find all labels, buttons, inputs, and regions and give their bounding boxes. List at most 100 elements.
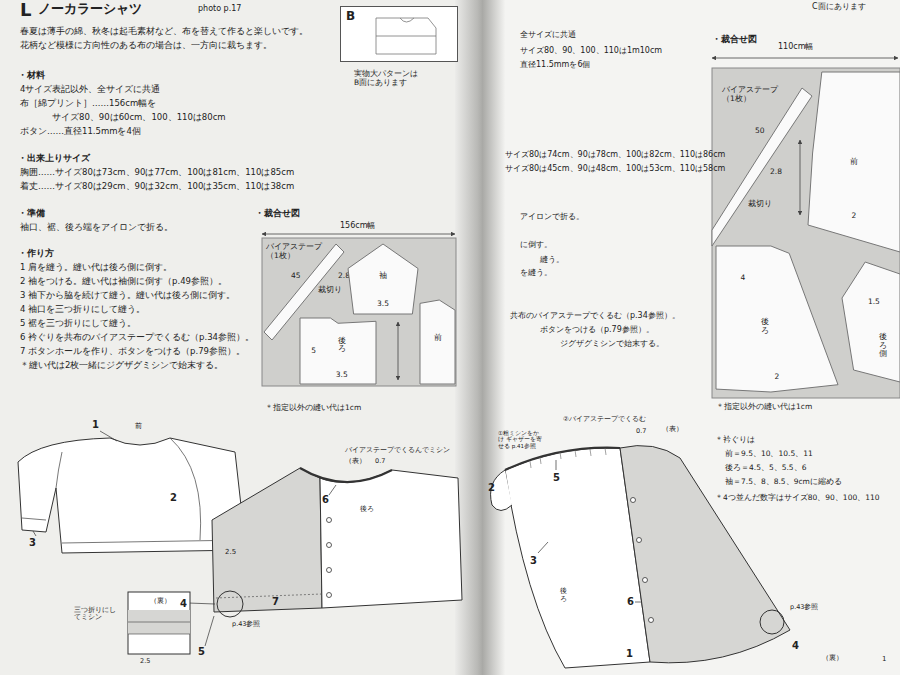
sleeve-piece: 1.5 後ろ側 [842, 262, 900, 382]
label-text: 前 [135, 422, 142, 430]
back-piece: 5後ろ3.5 [300, 318, 376, 384]
label-text: 裁切り [748, 200, 772, 209]
hem-stitch [216, 594, 322, 598]
piece-label: 4 [740, 274, 745, 283]
callout-number: 1 [92, 419, 99, 431]
leader-line [556, 460, 557, 470]
label-text: 0.7 [375, 458, 385, 465]
back-piece: 4 後ろ 2 [716, 246, 838, 392]
label-text: 4 袖口を三つ折りにして縫う。 [20, 305, 145, 315]
label-text: 50 [755, 127, 765, 136]
label-text: 共布のバイアステープでくるむ（p.34参照）。 [510, 311, 680, 320]
fabric [262, 238, 456, 386]
label-text: 5 裾を三つ折りにして縫う。 [20, 319, 136, 329]
leader-line [329, 485, 336, 495]
gutter-shadow [455, 0, 505, 675]
label-text: 156cm幅 [340, 221, 375, 230]
pattern-sheet-box: B [340, 6, 458, 62]
gathers [530, 448, 606, 468]
label-text: ＊指定以外の縫い代は1cm [716, 403, 812, 412]
label-text: 直径11.5mmを6個 [520, 60, 591, 69]
width-arrow [712, 58, 898, 59]
callout-number: 5 [553, 472, 560, 484]
pattern-outline [420, 300, 455, 384]
callout-number: 7 [272, 596, 279, 608]
label-text: 後ろ＝4.5、5、5.5、6 [725, 464, 806, 473]
piece-outline [716, 246, 838, 392]
label-text: （裏） [822, 655, 843, 662]
bias-binding [505, 448, 620, 470]
pattern-outline [808, 72, 900, 252]
label-text: 三つ折りにしてミシン [74, 607, 120, 622]
piece-label: 袖 [379, 271, 387, 280]
page-title: ノーカラーシャツ [38, 2, 142, 17]
pattern-outline [842, 262, 900, 382]
callout-number: 6 [322, 494, 329, 506]
label-text: 前＝9.5、10、10.5、11 [725, 450, 813, 459]
label-text: ＊縫い代は2枚一緒にジグザグミシンで始末する。 [20, 361, 223, 371]
leader-line [33, 531, 36, 536]
label-text: 裁切り [318, 286, 342, 295]
piece-label: 前 [434, 333, 442, 342]
detail-fold [128, 610, 190, 634]
label-text: 2 袖をつける。縫い代は袖側に倒す（p.49参照）。 [20, 277, 227, 287]
label-text: 胸囲……サイズ80は73cm、90は77cm、100は81cm、110は85cm [20, 168, 294, 178]
label-text: 2.5 [140, 658, 150, 665]
leader-line [538, 542, 548, 553]
pattern-outline [716, 246, 838, 392]
piece-label: 後ろ [338, 337, 346, 354]
label-text: サイズ80、90は60cm、100、110は80cm [52, 113, 226, 123]
leader-line [635, 602, 641, 603]
callout-number: 2 [488, 482, 495, 494]
label-text: サイズ80は74cm、90は78cm、100は82cm、110は86cm [505, 150, 725, 159]
label-text: ＊衿ぐりは [715, 436, 755, 445]
label-text: ボタンをつける（p.79参照）。 [540, 325, 654, 334]
piece-label: B [346, 10, 355, 24]
label-text: （裏） [150, 598, 171, 605]
buttons [327, 518, 332, 598]
label-text: 6 衿ぐりを共布のバイアステープでくるむ（p.34参照）。 [20, 333, 254, 343]
fold-lines [128, 622, 190, 634]
piece-label: 5 [311, 347, 316, 356]
piece-outline [842, 262, 900, 382]
callout-number: 3 [29, 537, 36, 549]
section-heading: ・作り方 [18, 248, 54, 258]
piece-label: 2 [775, 373, 780, 382]
label-text: サイズ80、90、100、110は1m10cm [520, 46, 662, 55]
label-text: ボタン……直径11.5mmを4個 [20, 127, 141, 137]
section-heading: L [20, 0, 31, 21]
label-text: （表） [662, 426, 683, 433]
label-text: 花柄など模様に方向性のある布の場合は、一方向に裁ちます。 [20, 40, 272, 50]
callout-number: 4 [792, 640, 799, 652]
leader-line [100, 431, 117, 441]
section-heading: ・材料 [18, 70, 45, 80]
front-piece: 前2 [808, 72, 900, 252]
label-text: バイアステープ（1枚） [722, 86, 784, 103]
box-outline [341, 7, 458, 62]
piece-label: 2 [852, 212, 857, 221]
label-text: p.43参照 [232, 621, 260, 628]
callout-number: 2 [170, 492, 177, 504]
label-text: 4サイズ表記以外、全サイズに共通 [20, 85, 160, 95]
label-text: に倒す。 [520, 240, 552, 249]
label-text: 2.5 [225, 548, 236, 556]
label-text: C面にあります [812, 2, 866, 11]
label-text: 3 袖下から脇を続けて縫う。縫い代は後ろ側に倒す。 [20, 291, 235, 301]
grain-arrow [800, 140, 801, 215]
detail-inset [128, 592, 190, 654]
fabric [712, 68, 900, 398]
section-heading: ・出来上りサイズ [18, 153, 90, 163]
piece-label: 1.5 [868, 297, 880, 306]
front-piece: 前 [420, 300, 455, 384]
grain-arrow [398, 322, 399, 380]
section-heading: ・裁合せ図 [255, 208, 300, 218]
piece-label: 後ろ [761, 317, 769, 335]
shirt-front [18, 438, 246, 553]
sleeve-piece: 袖3.5 [348, 244, 418, 314]
label-text: 1 [882, 655, 886, 663]
leader-line [188, 603, 215, 604]
label-text: 2.8 [770, 168, 782, 177]
label-text: 0.7 [636, 428, 646, 435]
piece-label: 後ろ側 [879, 333, 887, 359]
